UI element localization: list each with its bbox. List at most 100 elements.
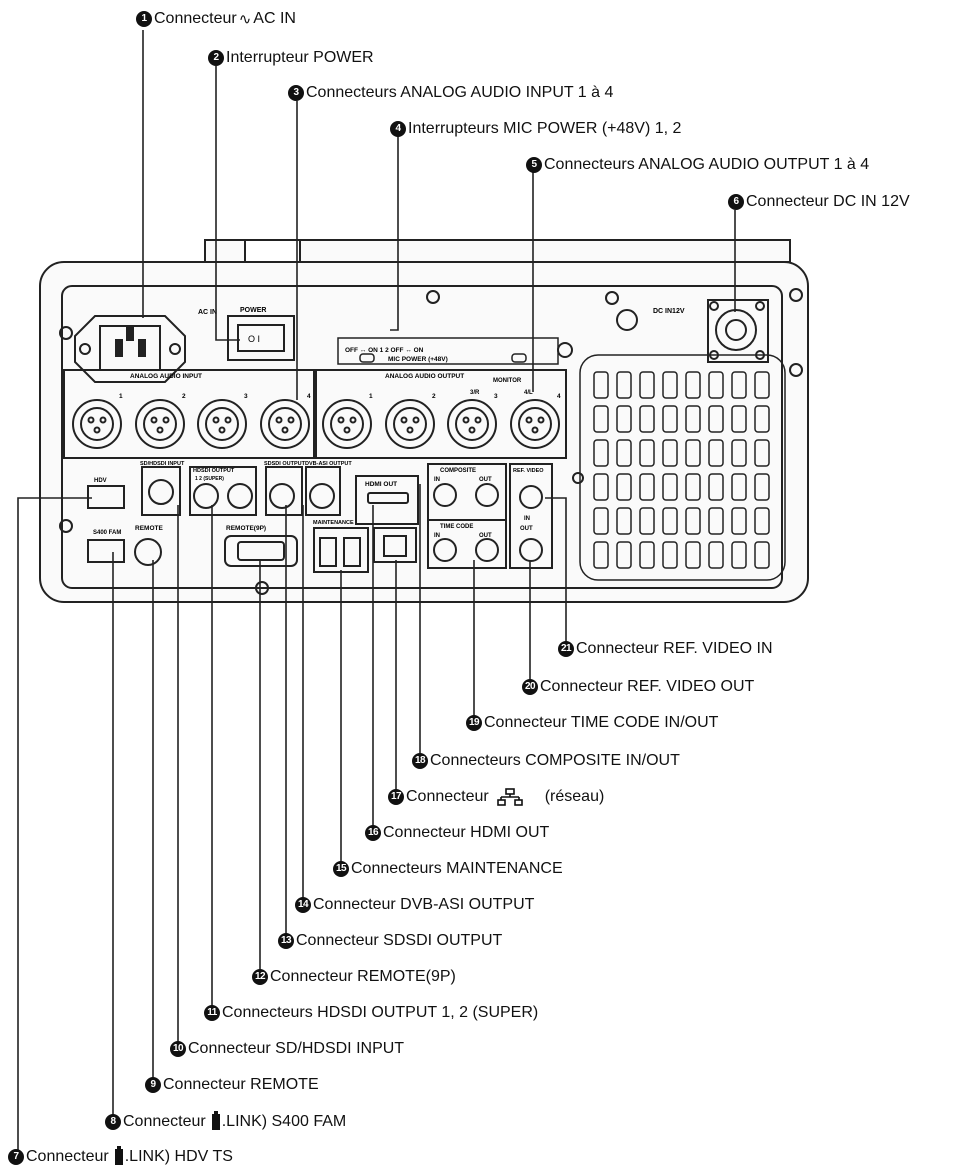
panel-ac-in-text: AC IN [198,309,217,316]
xlr-number: 1 [369,393,373,400]
panel-dc-in-text: DC IN12V [653,308,685,315]
label-7-suffix: .LINK) HDV TS [124,1148,233,1165]
ac-wave-icon: ∿ [238,10,252,28]
vent-slot [616,405,632,433]
power-switch [227,315,295,361]
vent-slot [708,473,724,501]
label-6-number: 6 [728,194,744,210]
vent-slot [708,507,724,535]
label-20: 20 Connecteur REF. VIDEO OUT [522,677,754,697]
vent-slot [662,507,678,535]
panel-mic-power-text: OFF ↔ ON 1 2 OFF ↔ ON [345,347,424,354]
label-16-number: 16 [365,825,381,841]
vent-slot [731,371,747,399]
vent-slot [708,439,724,467]
panel-power-text: POWER [240,307,266,314]
label-2: 2 Interrupteur POWER [208,48,374,68]
vent-slot [593,405,609,433]
vent-slot [731,439,747,467]
label-14: 14 Connecteur DVB-ASI OUTPUT [295,895,534,915]
label-16: 16 Connecteur HDMI OUT [365,823,549,843]
vent-slot [639,507,655,535]
label-16-text: Connecteur HDMI OUT [383,824,550,841]
vent-slot [685,507,701,535]
vent-slot [754,439,770,467]
vent-slot [593,371,609,399]
xlr-connector [72,399,122,449]
panel-sdsdi-output-text: SDSDI OUTPUT [264,461,306,467]
panel-ref-out-text: OUT [520,526,533,532]
label-8-number: 8 [105,1114,121,1130]
lower-connector-panel [87,463,553,573]
xlr-connector [135,399,185,449]
panel-ref-in-text: IN [524,516,530,522]
panel-dvb-asi-text: DVB-ASI OUTPUT [305,461,352,467]
label-20-text: Connecteur REF. VIDEO OUT [540,678,755,695]
label-15-number: 15 [333,861,349,877]
leader-lines [17,30,736,1157]
label-5: 5 Connecteurs ANALOG AUDIO OUTPUT 1 à 4 [526,155,869,175]
xlr-number: 4 [557,393,561,400]
label-21-number: 21 [558,641,574,657]
label-11: 11 Connecteurs HDSDI OUTPUT 1, 2 (SUPER) [204,1003,538,1023]
label-6-text: Connecteur DC IN 12V [746,193,910,210]
vent-slot [593,541,609,569]
vent-slot [754,541,770,569]
panel-remote-text: REMOTE [135,525,163,532]
label-17-text: Connecteur [406,788,489,805]
label-14-number: 14 [295,897,311,913]
panel-sd-hdsdi-text: SD/HDSDI INPUT [140,461,185,467]
label-13: 13 Connecteur SDSDI OUTPUT [278,931,502,951]
ac-in-socket [74,315,186,383]
label-21-text: Connecteur REF. VIDEO IN [576,640,773,657]
xlr-connector [385,399,435,449]
label-18-number: 18 [412,753,428,769]
label-19: 19 Connecteur TIME CODE IN/OUT [466,713,718,733]
panel-hdmi-out-text: HDMI OUT [365,481,397,488]
label-3-number: 3 [288,85,304,101]
label-8-suffix: .LINK) S400 FAM [221,1113,347,1130]
label-19-number: 19 [466,715,482,731]
xlr-number: 3 [494,393,498,400]
panel-ref-video-text: REF. VIDEO [513,468,544,474]
vent-slot [708,371,724,399]
xlr-connector [197,399,247,449]
label-12: 12 Connecteur REMOTE(9P) [252,967,456,987]
label-18: 18 Connecteurs COMPOSITE IN/OUT [412,751,680,771]
label-2-text: Interrupteur POWER [226,49,374,66]
vent-slot [616,541,632,569]
vent-slot [616,371,632,399]
label-2-number: 2 [208,50,224,66]
label-12-text: Connecteur REMOTE(9P) [270,968,456,985]
panel-composite-text: COMPOSITE [440,468,476,474]
panel-power-switch-text: O I [248,334,260,344]
vent-slot [639,541,655,569]
label-18-text: Connecteurs COMPOSITE IN/OUT [430,752,680,769]
analog-audio-panel [63,369,567,459]
label-11-text: Connecteurs HDSDI OUTPUT 1, 2 (SUPER) [222,1004,539,1021]
label-8: 8 Connecteur .LINK) S400 FAM [105,1111,347,1132]
panel-maintenance-text: MAINTENANCE [313,520,354,526]
ilink-icon [114,1146,123,1165]
label-13-text: Connecteur SDSDI OUTPUT [296,932,503,949]
vent-slot [662,473,678,501]
vent-slot [639,473,655,501]
vent-slot [593,473,609,501]
vent-slot [593,439,609,467]
label-1-suffix: AC IN [253,10,296,27]
panel-time-code-text: TIME CODE [440,524,473,530]
xlr-connector [260,399,310,449]
label-17-suffix: (réseau) [544,788,605,805]
label-10: 10 Connecteur SD/HDSDI INPUT [170,1039,404,1059]
panel-s400-text: S400 FAM [93,530,121,536]
label-17-number: 17 [388,789,404,805]
panel-composite-in-text: IN [434,477,440,483]
vent-slot [754,371,770,399]
label-7: 7 Connecteur .LINK) HDV TS [8,1146,233,1167]
label-5-number: 5 [526,157,542,173]
vent-slot [754,507,770,535]
vent-grille [579,354,786,581]
vent-slot [754,473,770,501]
panel-hdsdi-output-text: HDSDI OUTPUT [193,468,235,474]
